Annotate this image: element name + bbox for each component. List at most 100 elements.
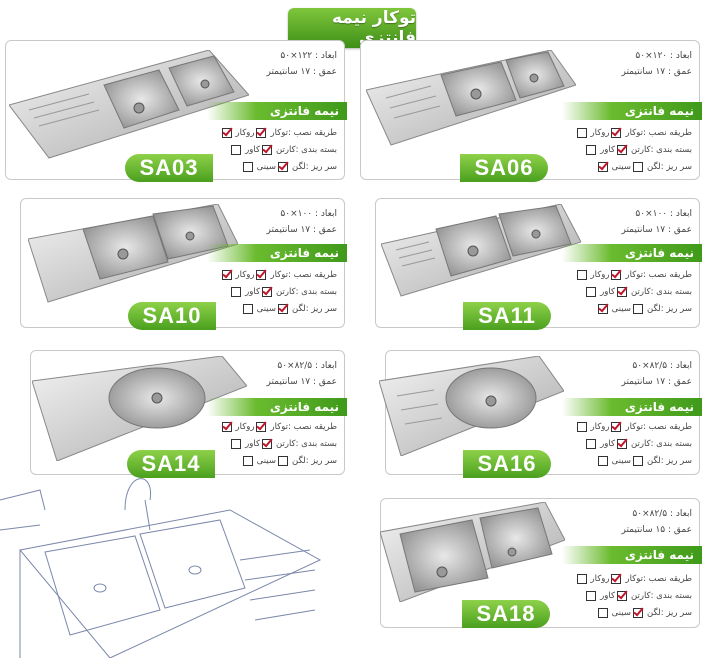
checkbox-pack-alt[interactable] bbox=[617, 590, 628, 601]
checkbox-trap-alt[interactable] bbox=[632, 607, 643, 618]
checkbox-trap[interactable] bbox=[242, 303, 253, 314]
checkbox-install-alt[interactable] bbox=[611, 269, 622, 280]
depth: عمق : ۱۷ سانتیمتر bbox=[266, 377, 338, 387]
checkbox-trap-alt[interactable] bbox=[277, 455, 288, 466]
sink-sketch-illustration bbox=[0, 478, 322, 658]
model-code-tab: SA10 bbox=[128, 302, 216, 330]
checkbox-trap-alt[interactable] bbox=[632, 455, 643, 466]
checkbox-trap[interactable] bbox=[597, 607, 608, 618]
checkbox-install[interactable] bbox=[221, 127, 232, 138]
model-code-tab: SA14 bbox=[127, 450, 215, 478]
model-label: نیمه فانتزی bbox=[269, 400, 339, 414]
checkbox-pack[interactable] bbox=[231, 438, 242, 449]
checkbox-pack-alt[interactable] bbox=[617, 286, 628, 297]
checkbox-trap-alt[interactable] bbox=[632, 161, 643, 172]
checkbox-install-alt[interactable] bbox=[611, 127, 622, 138]
checkbox-pack-alt[interactable] bbox=[262, 286, 273, 297]
model-label: نیمه فانتزی bbox=[624, 400, 694, 414]
checkbox-pack[interactable] bbox=[231, 286, 242, 297]
checkbox-install[interactable] bbox=[221, 421, 232, 432]
sink-image bbox=[32, 356, 247, 461]
model-code: SA03 bbox=[139, 155, 199, 180]
checkbox-trap[interactable] bbox=[242, 161, 253, 172]
sink-image bbox=[380, 502, 565, 602]
model-code: SA06 bbox=[474, 155, 534, 180]
checkbox-pack[interactable] bbox=[586, 144, 597, 155]
dimensions: ابعاد : ۸۲/۵×۵۰ bbox=[277, 361, 337, 371]
specs: ابعاد : ۱۰۰×۵۰ عمق : ۱۷ سانتیمتر bbox=[167, 206, 338, 238]
depth: عمق : ۱۷ سانتیمتر bbox=[621, 225, 693, 235]
specs: ابعاد : ۱۲۲×۵۰ عمق : ۱۷ سانتیمتر bbox=[167, 48, 338, 80]
model-code-tab: SA11 bbox=[463, 302, 551, 330]
sink-image bbox=[366, 50, 576, 146]
checkbox-install[interactable] bbox=[576, 573, 587, 584]
product-card-sa14: ابعاد : ۸۲/۵×۵۰ عمق : ۱۷ سانتیمتر نیمه ف… bbox=[30, 350, 347, 478]
model-label: نیمه فانتزی bbox=[624, 548, 694, 562]
checkbox-install[interactable] bbox=[576, 269, 587, 280]
sink-image bbox=[381, 204, 581, 297]
checkbox-pack-alt[interactable] bbox=[617, 144, 628, 155]
depth: عمق : ۱۷ سانتیمتر bbox=[266, 67, 338, 77]
specs: ابعاد : ۱۰۰×۵۰ عمق : ۱۷ سانتیمتر bbox=[522, 206, 693, 238]
checkbox-install-alt[interactable] bbox=[256, 127, 267, 138]
checkbox-trap-alt[interactable] bbox=[277, 303, 288, 314]
specs: ابعاد : ۱۲۰×۵۰ عمق : ۱۷ سانتیمتر bbox=[522, 48, 693, 80]
checkbox-install-alt[interactable] bbox=[256, 269, 267, 280]
dimensions: ابعاد : ۸۲/۵×۵۰ bbox=[632, 361, 692, 371]
checkbox-pack[interactable] bbox=[586, 438, 597, 449]
model-banner: نیمه فانتزی bbox=[207, 244, 347, 262]
checkbox-install-alt[interactable] bbox=[611, 421, 622, 432]
dimensions: ابعاد : ۱۰۰×۵۰ bbox=[635, 209, 692, 219]
model-code-tab: SA16 bbox=[463, 450, 551, 478]
checkbox-pack[interactable] bbox=[231, 144, 242, 155]
checkbox-install-alt[interactable] bbox=[256, 421, 267, 432]
checkbox-trap[interactable] bbox=[597, 161, 608, 172]
model-code: SA18 bbox=[476, 601, 536, 626]
model-banner: نیمه فانتزی bbox=[207, 398, 347, 416]
depth: عمق : ۱۷ سانتیمتر bbox=[621, 67, 693, 77]
checkbox-install[interactable] bbox=[576, 127, 587, 138]
model-banner: نیمه فانتزی bbox=[562, 546, 702, 564]
product-card-sa06: ابعاد : ۱۲۰×۵۰ عمق : ۱۷ سانتیمتر نیمه فا… bbox=[360, 40, 702, 182]
checkbox-pack[interactable] bbox=[586, 590, 597, 601]
model-banner: نیمه فانتزی bbox=[562, 102, 702, 120]
checkbox-pack-alt[interactable] bbox=[262, 438, 273, 449]
checkbox-trap[interactable] bbox=[597, 455, 608, 466]
checkbox-install[interactable] bbox=[221, 269, 232, 280]
sink-image bbox=[379, 356, 564, 456]
depth: عمق : ۱۷ سانتیمتر bbox=[621, 377, 693, 387]
checkbox-pack[interactable] bbox=[586, 286, 597, 297]
product-card-sa11: ابعاد : ۱۰۰×۵۰ عمق : ۱۷ سانتیمتر نیمه فا… bbox=[375, 198, 702, 330]
model-code: SA11 bbox=[478, 303, 536, 328]
depth: عمق : ۱۷ سانتیمتر bbox=[266, 225, 338, 235]
depth: عمق : ۱۵ سانتیمتر bbox=[621, 525, 693, 535]
model-label: نیمه فانتزی bbox=[269, 246, 339, 260]
model-banner: نیمه فانتزی bbox=[207, 102, 347, 120]
dimensions: ابعاد : ۱۲۲×۵۰ bbox=[280, 51, 337, 61]
checkbox-install-alt[interactable] bbox=[611, 573, 622, 584]
specs: ابعاد : ۸۲/۵×۵۰ عمق : ۱۷ سانتیمتر bbox=[522, 358, 693, 390]
dimensions: ابعاد : ۱۲۰×۵۰ bbox=[635, 51, 692, 61]
model-label: نیمه فانتزی bbox=[624, 246, 694, 260]
checkbox-pack-alt[interactable] bbox=[262, 144, 273, 155]
checkbox-trap-alt[interactable] bbox=[632, 303, 643, 314]
checkbox-trap[interactable] bbox=[242, 455, 253, 466]
checkbox-trap[interactable] bbox=[597, 303, 608, 314]
checkbox-install[interactable] bbox=[576, 421, 587, 432]
checkbox-pack-alt[interactable] bbox=[617, 438, 628, 449]
sink-image bbox=[9, 50, 249, 159]
checkbox-trap-alt[interactable] bbox=[277, 161, 288, 172]
